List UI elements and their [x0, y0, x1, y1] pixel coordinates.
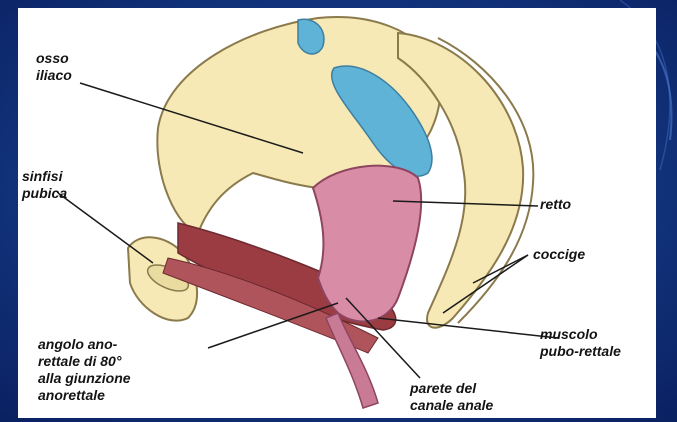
label-angolo-ano-rettale: angolo ano- rettale di 80° alla giunzion…: [38, 336, 131, 404]
label-coccige: coccige: [533, 246, 585, 263]
pelvis-illustration: osso iliaco sinfisi pubica retto coccige…: [18, 8, 656, 418]
label-sinfisi-pubica: sinfisi pubica: [22, 168, 67, 202]
label-parete-canale-anale: parete del canale anale: [410, 380, 493, 414]
label-muscolo-pubo-rettale: muscolo pubo-rettale: [540, 326, 621, 360]
label-osso-iliaco: osso iliaco: [36, 50, 72, 84]
label-retto: retto: [540, 196, 571, 213]
rectum-shape: [313, 166, 421, 322]
